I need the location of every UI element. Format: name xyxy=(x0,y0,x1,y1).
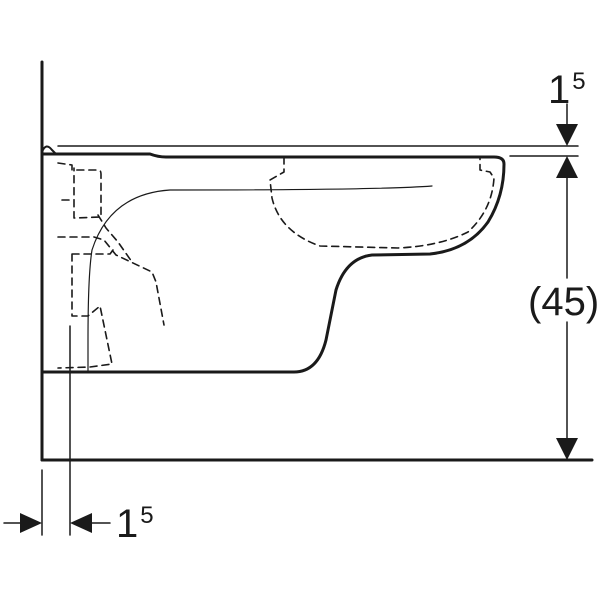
hidden-line-bowl-inner xyxy=(269,156,495,249)
hidden-line-trap-inner xyxy=(97,214,133,263)
dim-superscript: 5 xyxy=(572,68,586,95)
hidden-line-trap-box xyxy=(57,245,117,369)
dim-label-bottom-gap: 15 xyxy=(116,502,154,546)
bowl-outline xyxy=(40,152,506,374)
wall-hook xyxy=(41,145,57,155)
dim-value: 1 xyxy=(548,68,571,112)
arrow-down-height xyxy=(556,438,578,460)
dim-superscript: 5 xyxy=(140,502,154,529)
hidden-line-trap-upper xyxy=(57,236,165,326)
dim-label-height: (45) xyxy=(528,282,599,322)
arrow-left-bottom xyxy=(70,513,92,533)
arrow-down-top-gap xyxy=(556,124,578,146)
arrow-right-bottom xyxy=(20,513,42,533)
flush-pipe xyxy=(87,185,433,373)
hidden-line-outlet-box xyxy=(57,162,102,219)
dim-label-top-gap: 15 xyxy=(548,68,586,112)
dim-value: (45) xyxy=(528,280,600,324)
dim-value: 1 xyxy=(116,502,139,546)
arrow-up-height xyxy=(556,156,578,178)
